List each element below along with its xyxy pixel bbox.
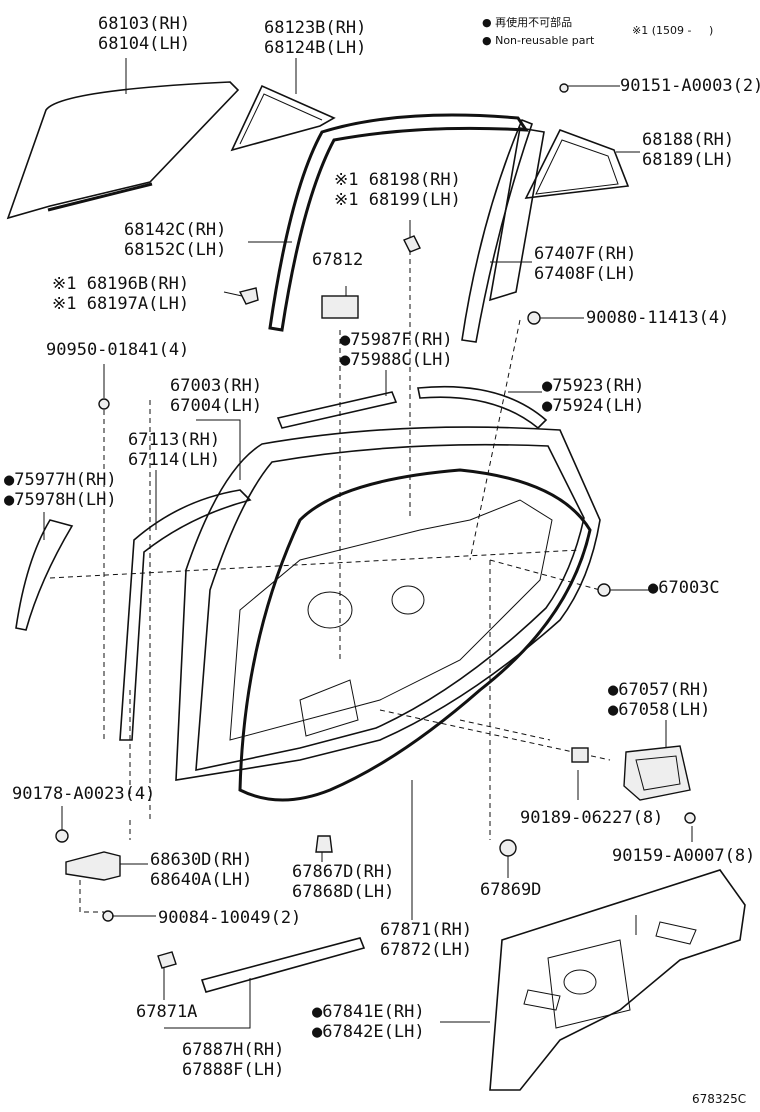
- part-label-90159: 90159-A0007(8): [612, 846, 756, 866]
- striker-90189: [571, 747, 589, 763]
- part-label-90151: 90151-A0003(2): [620, 76, 760, 96]
- part-label-67003: 67003(RH)67004(LH): [170, 376, 263, 416]
- part-label-68103: 68103(RH)68104(LH): [98, 14, 191, 54]
- part-label-67871: 67871(RH)67872(LH): [380, 920, 473, 960]
- pad-67812: [321, 295, 359, 319]
- inner-belt-moulding: [417, 385, 548, 430]
- part-label-67869d: 67869D: [480, 880, 542, 900]
- clip-67869d: [499, 839, 517, 857]
- door-outer-panel: [119, 489, 252, 741]
- part-label-67871a: 67871A: [136, 1002, 198, 1022]
- part-label-67057: ●67057(RH)●67058(LH): [608, 680, 711, 720]
- part-label-68196b: ※1 68196B(RH)※1 68197A(LH): [52, 274, 190, 314]
- rocker-moulding: [200, 937, 366, 993]
- clip-90151: [559, 83, 569, 93]
- part-label-67812: 67812: [312, 250, 364, 270]
- glass-run-channel: [47, 182, 153, 212]
- part-label-90189: 90189-06227(8): [520, 808, 664, 828]
- clip-67867d: [315, 835, 333, 853]
- part-label-90950: 90950-01841(4): [46, 340, 190, 360]
- part-label-75987f: ●75987F(RH)●75988C(LH): [340, 330, 453, 370]
- quarter-glass: [230, 84, 336, 152]
- part-label-90080: 90080-11413(4): [586, 308, 730, 328]
- division-bar: [461, 118, 534, 343]
- clip-68196: [238, 287, 259, 305]
- door-lock: [623, 745, 691, 801]
- part-label-90084: 90084-10049(2): [158, 908, 302, 928]
- door-glass: [6, 81, 240, 220]
- part-label-68198: ※1 68198(RH)※1 68199(LH): [334, 170, 461, 210]
- part-label-68188: 68188(RH)68189(LH): [642, 130, 735, 170]
- clip-90950: [98, 398, 110, 410]
- quarter-vent-glass: [524, 129, 630, 199]
- part-label-67841e: ●67841E(RH)●67842E(LH): [312, 1002, 425, 1042]
- legend-reuse-jp: ● 再使用不可部品: [482, 16, 573, 29]
- screw-90080: [527, 311, 541, 325]
- part-label-67113: 67113(RH)67114(LH): [128, 430, 221, 470]
- part-label-67407f: 67407F(RH)67408F(LH): [534, 244, 637, 284]
- outer-belt-moulding: [276, 391, 398, 429]
- clip-67003c: [597, 583, 611, 597]
- service-hole-cover: [489, 869, 746, 1091]
- illustration-reference: 678325C: [692, 1092, 747, 1106]
- part-label-68630d: 68630D(RH)68640A(LH): [150, 850, 253, 890]
- door-frame-moulding: [268, 113, 529, 332]
- part-label-68123b: 68123B(RH)68124B(LH): [264, 18, 367, 58]
- clip-67871a: [157, 951, 177, 969]
- part-label-67887h: 67887H(RH)67888F(LH): [182, 1040, 285, 1080]
- legend-non-reusable: ● Non-reusable part: [482, 34, 595, 47]
- door-weatherstrip: [238, 468, 592, 802]
- part-label-68142c: 68142C(RH)68152C(LH): [124, 220, 227, 260]
- clip-68198: [403, 235, 421, 253]
- part-label-75977h: ●75977H(RH)●75978H(LH): [4, 470, 117, 510]
- part-label-67867d: 67867D(RH)67868D(LH): [292, 862, 395, 902]
- part-label-75923: ●75923(RH)●75924(LH): [542, 376, 645, 416]
- door-check: [65, 851, 121, 881]
- part-label-67003c: ●67003C: [648, 578, 720, 598]
- front-weatherstrip: [15, 519, 74, 631]
- legend-note: ※1 (1509 - ): [632, 24, 714, 37]
- screw-90159: [684, 812, 696, 824]
- part-label-90178: 90178-A0023(4): [12, 784, 156, 804]
